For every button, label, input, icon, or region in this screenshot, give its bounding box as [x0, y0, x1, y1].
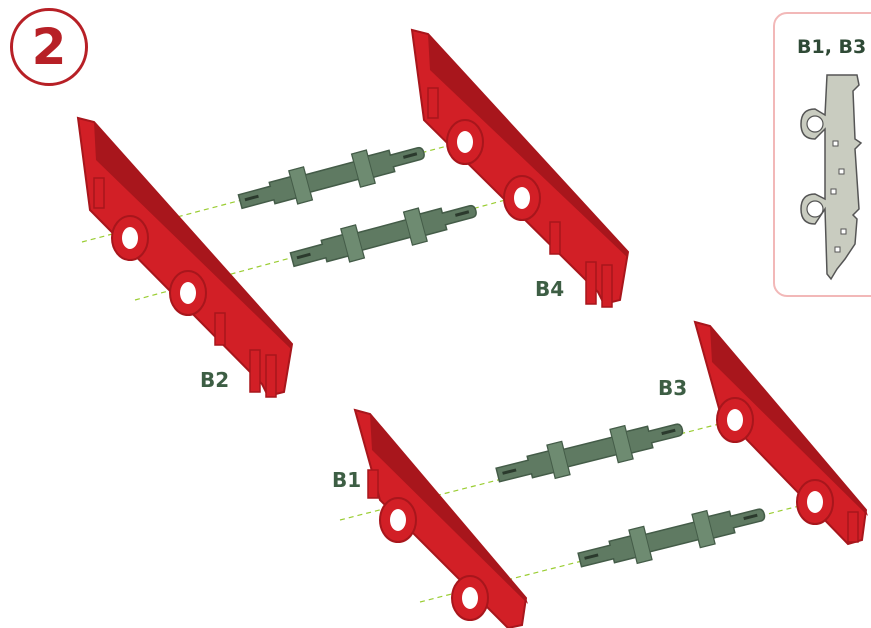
frame-part-b3	[693, 320, 868, 546]
label-b2: B2	[200, 368, 230, 392]
frame-part-b1	[353, 408, 528, 628]
axle-1	[235, 135, 429, 219]
step-number-badge: 2	[10, 8, 88, 86]
axle-3	[492, 411, 688, 493]
frame-part-b4	[410, 28, 630, 308]
label-b3: B3	[658, 376, 688, 400]
axle-4	[574, 496, 770, 578]
label-b1: B1	[332, 468, 362, 492]
inset-title: B1, B3	[797, 36, 867, 58]
inset-part-outline	[800, 74, 863, 281]
axle-2	[287, 193, 481, 277]
part-reference-inset: B1, B3	[773, 12, 871, 297]
frame-part-b2	[76, 116, 294, 398]
label-b4: B4	[535, 277, 565, 301]
